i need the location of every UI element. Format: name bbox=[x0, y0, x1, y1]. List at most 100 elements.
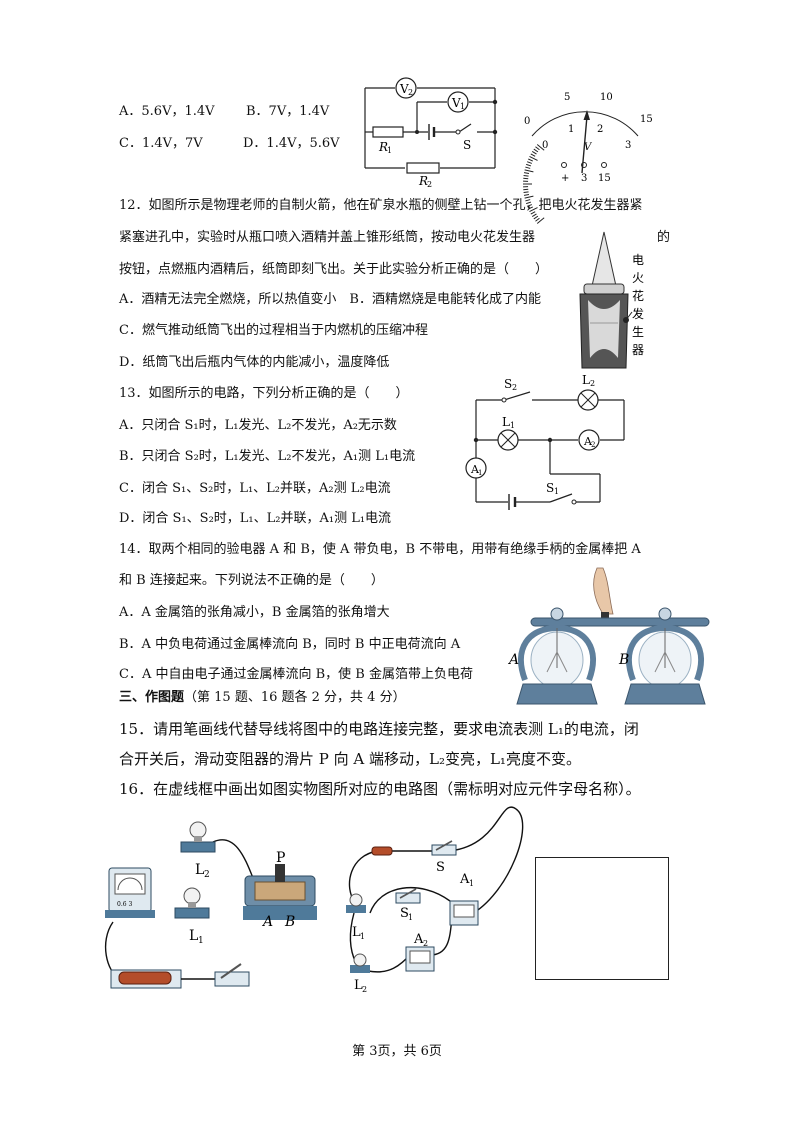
q13-l1-label: L bbox=[502, 415, 510, 429]
q13-a1-label: A bbox=[470, 463, 480, 476]
q12-options-ab: A．酒精无法完全燃烧，所以热值变小 B．酒精燃烧是电能转化成了内能 bbox=[119, 292, 541, 307]
dial-tick bbox=[523, 174, 529, 177]
fig16-a1-label: A bbox=[459, 872, 470, 887]
q12-option-d: D．纸筒飞出后瓶内气体的内能减小，温度降低 bbox=[119, 355, 390, 370]
q12-stem-line3: 按钮，点燃瓶内酒精后，纸筒即刻飞出。关于此实验分析正确的是（ ） bbox=[119, 262, 549, 277]
fig16-l2-label: L bbox=[354, 978, 363, 993]
svg-text:2: 2 bbox=[423, 939, 428, 948]
rheostat-object bbox=[243, 864, 317, 920]
dial-tick bbox=[525, 199, 531, 202]
dial-terminal-plus: + bbox=[561, 173, 569, 184]
dial-tick bbox=[531, 213, 537, 217]
dial-top-0: 0 bbox=[524, 116, 530, 127]
q14-stem-line2: 和 B 连接起来。下列说法不正确的是（ ） bbox=[119, 573, 384, 588]
dial-tick bbox=[526, 163, 532, 167]
fig15-meter-scale: 0.6 3 bbox=[117, 901, 132, 908]
q11-r1-label: R bbox=[378, 140, 388, 154]
device-label-char-6: 器 bbox=[632, 343, 644, 357]
page-footer: 第 3页，共 6页 bbox=[352, 1044, 442, 1059]
q13-circuit-figure: A 2 A 1 S 2 L 2 L 1 S 1 bbox=[465, 373, 625, 510]
q11-voltmeter-dial: 0 5 10 15 0 1 2 3 V + 3 15 bbox=[523, 92, 653, 224]
fig15-p-label: P bbox=[276, 850, 285, 866]
svg-text:2: 2 bbox=[590, 379, 595, 388]
fig16-l1-label: L bbox=[352, 925, 361, 940]
svg-text:1: 1 bbox=[469, 879, 474, 888]
dial-tick bbox=[536, 144, 545, 151]
fig15-a-label: A bbox=[261, 914, 273, 930]
q11-option-d: D．1.4V，5.6V bbox=[243, 136, 340, 151]
q11-s-label: S bbox=[463, 138, 471, 152]
q15-line1: 15．请用笔画线代替导线将图中的电路连接完整，要求电流表测 L₁的电流，闭 bbox=[119, 720, 639, 738]
svg-text:1: 1 bbox=[360, 932, 365, 941]
svg-text:2: 2 bbox=[427, 180, 432, 189]
fig15-l1-label: L bbox=[189, 928, 198, 944]
q14-stem-line1: 14．取两个相同的验电器 A 和 B，使 A 带负电，B 不带电，用带有绝缘手柄… bbox=[119, 542, 641, 557]
q12-stem-line1: 12．如图所示是物理老师的自制火箭，他在矿泉水瓶的侧壁上钻一个孔，把电火花发生器… bbox=[119, 198, 643, 213]
svg-text:1: 1 bbox=[408, 913, 413, 922]
switch-object bbox=[214, 963, 250, 987]
fig15-l2-label: L bbox=[195, 862, 204, 878]
svg-text:1: 1 bbox=[460, 102, 465, 111]
ammeter-object: 0.6 3 bbox=[105, 867, 155, 918]
dial-tick bbox=[526, 201, 532, 205]
dial-top-10: 10 bbox=[600, 92, 613, 103]
q14-option-c: C．A 中自由电子通过金属棒流向 B，使 B 金属箔带上负电荷 bbox=[119, 667, 473, 682]
dial-tick bbox=[524, 195, 534, 199]
dial-tick bbox=[523, 193, 530, 196]
q13-option-d: D．闭合 S₁、S₂时，L₁、L₂并联，A₁测 L₁电流 bbox=[119, 511, 392, 526]
q13-lamp-l2 bbox=[577, 389, 599, 411]
svg-text:1: 1 bbox=[510, 421, 515, 430]
q12-option-c: C．燃气推动纸筒飞出的过程相当于内燃机的压缩冲程 bbox=[119, 323, 428, 338]
svg-text:2: 2 bbox=[591, 441, 595, 449]
q13-option-c: C．闭合 S₁、S₂时，L₁、L₂并联，A₂测 L₂电流 bbox=[119, 481, 391, 496]
section3-note: （第 15 题、16 题各 2 分，共 4 分） bbox=[184, 690, 406, 705]
q11-v1-label: V bbox=[451, 96, 461, 110]
dial-tick bbox=[531, 151, 537, 155]
q14-b-label: B bbox=[618, 652, 629, 668]
q11-circuit-figure: V 2 V 1 R 1 S R 2 bbox=[364, 77, 498, 189]
q16-answer-box[interactable] bbox=[535, 857, 669, 980]
q13-lamp-l1 bbox=[497, 429, 519, 451]
device-label-char-2: 火 bbox=[632, 271, 644, 285]
dial-bottom-3: 3 bbox=[625, 140, 631, 151]
q12-stem-line2: 紧塞进孔中，实验时从瓶口喷入酒精并盖上锥形纸筒，按动电火花发生器 bbox=[119, 230, 536, 245]
dial-tick bbox=[529, 207, 538, 213]
dial-tick bbox=[524, 169, 534, 173]
q11-option-c: C．1.4V，7V bbox=[119, 136, 203, 151]
svg-text:1: 1 bbox=[198, 936, 204, 946]
dial-tick bbox=[523, 172, 530, 175]
q13-option-a: A．只闭合 S₁时，L₁发光、L₂不发光，A₂无示数 bbox=[119, 418, 397, 433]
dial-tick bbox=[536, 217, 545, 224]
svg-text:2: 2 bbox=[408, 88, 413, 97]
dial-tick bbox=[525, 166, 531, 169]
device-label-char-5: 生 bbox=[632, 325, 644, 339]
dial-top-15: 15 bbox=[640, 114, 653, 125]
dial-tick bbox=[526, 161, 533, 164]
device-label-char-4: 发 bbox=[632, 306, 644, 321]
section3-title: 三、作图题（第 15 题、16 题各 2 分，共 4 分） bbox=[119, 690, 406, 706]
dial-tick bbox=[526, 204, 533, 207]
q11-option-a: A．5.6V，1.4V bbox=[119, 104, 215, 119]
q13-s2-label: S bbox=[504, 377, 512, 391]
q11-option-b: B．7V，1.4V bbox=[246, 104, 330, 119]
q14-option-b: B．A 中负电荷通过金属棒流向 B，同时 B 中正电荷流向 A bbox=[119, 637, 461, 652]
q13-option-b: B．只闭合 S₂时，L₁发光、L₂不发光，A₁测 L₁电流 bbox=[119, 449, 416, 464]
dial-terminal-3: 3 bbox=[581, 173, 587, 184]
fig16-s-label: S bbox=[436, 860, 445, 875]
dial-tick bbox=[528, 158, 534, 162]
q15-real-circuit-figure: L 2 L 1 0.6 3 P A B bbox=[104, 821, 317, 989]
section3-heading: 三、作图题 bbox=[119, 690, 185, 705]
dial-unit: V bbox=[584, 142, 593, 153]
q16-line1: 16．在虚线框中画出如图实物图所对应的电路图（需标明对应元件字母名称）。 bbox=[119, 780, 641, 798]
q13-l2-label: L bbox=[582, 373, 590, 387]
fig16-s1-label: S bbox=[400, 906, 409, 921]
dial-tick bbox=[533, 148, 539, 153]
svg-text:2: 2 bbox=[512, 383, 517, 392]
dial-tick bbox=[528, 206, 534, 210]
q14-option-a: A．A 金属箔的张角减小，B 金属箔的张角增大 bbox=[119, 605, 390, 620]
q13-s1-label: S bbox=[546, 481, 554, 495]
dial-tick bbox=[529, 155, 538, 161]
fig16-a2-label: A bbox=[413, 932, 424, 947]
q13-stem: 13．如图所示的电路，下列分析正确的是（ ） bbox=[119, 386, 409, 401]
lamp-l1-object bbox=[174, 887, 210, 919]
